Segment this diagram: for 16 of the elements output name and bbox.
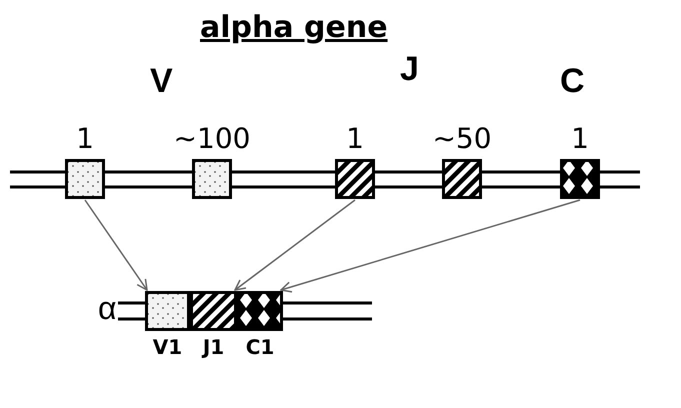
arrow [280, 199, 580, 293]
copy-number: 1 [76, 123, 94, 155]
copy-number: 1 [346, 123, 364, 155]
copy-number: ~50 [432, 123, 492, 155]
copy-number: ~100 [174, 123, 250, 155]
copy-number: 1 [571, 123, 589, 155]
segment-label: C [560, 62, 585, 101]
segment-name: C1 [246, 335, 274, 359]
segment-name: V1 [152, 335, 182, 359]
title: alpha gene [200, 10, 388, 45]
arrow [84, 200, 148, 291]
segment-label: V [150, 62, 173, 101]
arrow [234, 199, 356, 291]
segment-name: J1 [202, 335, 224, 359]
chain-symbol: α [98, 290, 116, 327]
segment-label: J [400, 50, 419, 89]
